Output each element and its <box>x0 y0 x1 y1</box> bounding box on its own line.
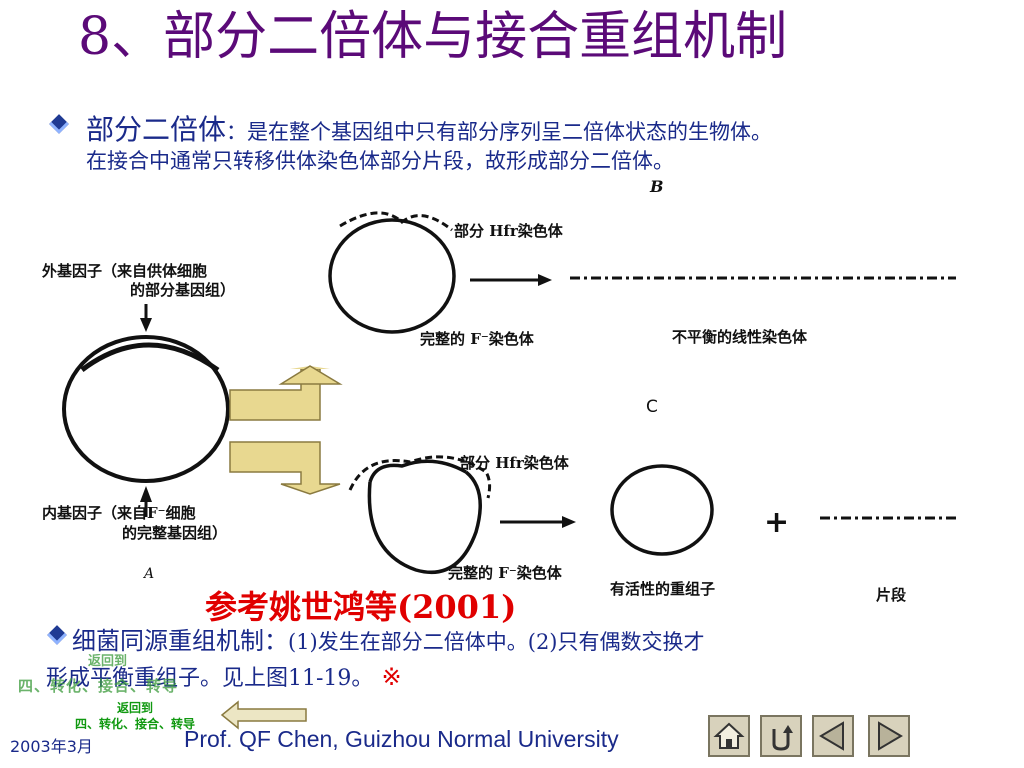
panel-a-letter: A <box>142 566 154 582</box>
return-link-line1: 返回到 <box>116 701 153 715</box>
exogenote-arrow <box>140 304 152 332</box>
panel-a-chromosome <box>62 335 230 483</box>
next-icon <box>878 721 903 751</box>
recombination-text-2: 形成平衡重组子。见上图11-19。 <box>46 666 374 691</box>
panel-b-letter: B <box>649 177 664 196</box>
conjugation-diagram: 外基因子（来自供体细胞 的部分基因组） 内基因子（来自F⁻细胞 的完整基因组） … <box>41 177 956 604</box>
previous-slide-button[interactable] <box>812 715 854 757</box>
recombination-term: 细菌同源重组机制： <box>72 627 288 655</box>
panel-c-arrow <box>500 516 576 528</box>
panel-a-endo-label-2: 的完整基因组） <box>122 524 227 542</box>
bullet-diamond-icon <box>47 625 67 645</box>
bullet1-line1: 部分二倍体：是在整个基因组中只有部分序列呈二倍体状态的生物体。 <box>86 108 772 148</box>
ghost-return-link[interactable]: 返回到 四、转化、接合、转导 <box>18 650 218 700</box>
panel-c-hfr-fragment <box>348 455 492 499</box>
page-title: 8、部分二倍体与接合重组机制 <box>78 7 788 67</box>
panel-b-hfr-label: 部分 Hfr染色体 <box>454 222 564 240</box>
panel-b-chromosome <box>328 218 456 334</box>
panel-b-arrow <box>470 274 552 286</box>
home-button[interactable] <box>708 715 750 757</box>
yellow-double-arrow-icon <box>229 365 343 495</box>
next-slide-button[interactable] <box>868 715 910 757</box>
reference-citation: 参考姚世鸿等(2001) <box>205 588 517 626</box>
partial-diploid-term: 部分二倍体 <box>86 113 227 146</box>
return-button[interactable] <box>760 715 802 757</box>
home-icon <box>713 722 745 749</box>
panel-a-exo-label-1: 外基因子（来自供体细胞 <box>41 262 207 280</box>
panel-c-fragment-label: 片段 <box>876 586 906 604</box>
bullet2-line1: 细菌同源重组机制：(1)发生在部分二倍体中。(2)只有偶数交换才 <box>72 621 705 656</box>
panel-b-intact-label: 完整的 F⁻染色体 <box>420 330 535 348</box>
panel-c-recombinant-label: 有活性的重组子 <box>610 580 715 598</box>
panel-c-plus: + <box>764 505 789 540</box>
previous-icon <box>819 721 844 751</box>
ghost-return-line2: 四、转化、接合、转导 <box>18 677 179 695</box>
footer-date: 2003年3月 <box>10 737 93 756</box>
ghost-return-line1: 返回到 <box>88 654 128 669</box>
panel-c-intact-label: 完整的 F⁻染色体 <box>448 564 563 582</box>
bullet2-line2: 形成平衡重组子。见上图11-19。 ※ <box>46 660 402 692</box>
return-link-line2: 四、转化、接合、转导 <box>74 717 195 731</box>
footer-author: Prof. QF Chen, Guizhou Normal University <box>184 726 619 752</box>
return-link[interactable]: 返回到 四、转化、接合、转导 <box>55 700 215 732</box>
bullet-diamond-icon <box>49 114 69 134</box>
panel-c-chromosome <box>367 470 482 575</box>
return-arrow-icon[interactable] <box>220 698 310 732</box>
panel-a-endo-label-1: 内基因子（来自F⁻细胞 <box>42 504 196 522</box>
return-icon <box>772 725 793 751</box>
panel-c-recombinant-circle <box>610 464 714 556</box>
endogenote-arrow <box>140 486 152 517</box>
panel-b-unbalanced-label: 不平衡的线性染色体 <box>672 328 808 346</box>
panel-c-hfr-label: 部分 Hfr染色体 <box>460 454 570 472</box>
panel-a-exo-label-2: 的部分基因组） <box>130 281 235 299</box>
panel-c-letter: C <box>646 397 658 417</box>
recombination-text: (1)发生在部分二倍体中。(2)只有偶数交换才 <box>288 630 705 654</box>
panel-c-recombined-segment <box>368 459 467 483</box>
bullet1-line2: 在接合中通常只转移供体染色体部分片段，故形成部分二倍体。 <box>86 149 674 173</box>
exogenote-arc <box>80 342 220 373</box>
panel-b-hfr-fragment <box>339 211 453 232</box>
partial-diploid-definition: 是在整个基因组中只有部分序列呈二倍体状态的生物体。 <box>247 120 773 144</box>
partial-diploid-colon: ： <box>226 120 248 144</box>
note-mark-link[interactable]: ※ <box>381 663 402 691</box>
